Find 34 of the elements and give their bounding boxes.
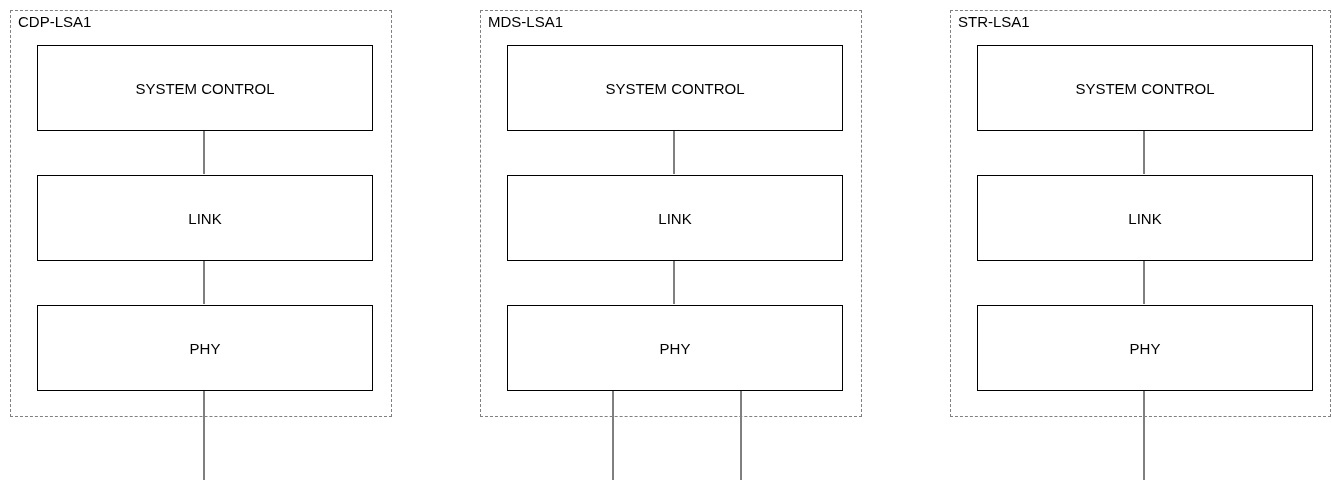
layer-box — [37, 45, 373, 131]
layer-label: LINK — [1128, 209, 1162, 227]
connection-line — [1143, 129, 1145, 175]
layer-box — [507, 305, 843, 391]
layer-label: SYSTEM CONTROL — [605, 79, 745, 97]
connection-line — [673, 129, 675, 175]
layer-box — [977, 305, 1313, 391]
layer-box — [977, 175, 1313, 261]
layer-box — [507, 175, 843, 261]
layer-box — [37, 175, 373, 261]
connection-line — [673, 259, 675, 305]
connection-line — [203, 129, 205, 175]
layer-label: PHY — [659, 339, 691, 357]
dashed-group-frame — [950, 10, 1331, 417]
layer-label: LINK — [188, 209, 222, 227]
layer-label: PHY — [1129, 339, 1161, 357]
dashed-group-frame — [480, 10, 862, 417]
group-title: MDS-LSA1 — [488, 13, 564, 30]
connection-line — [203, 389, 205, 480]
layer-box — [507, 45, 843, 131]
layer-label: SYSTEM CONTROL — [135, 79, 275, 97]
layer-box — [977, 45, 1313, 131]
connection-line — [1143, 259, 1145, 305]
group-title: STR-LSA1 — [958, 13, 1030, 30]
connection-line — [612, 389, 614, 480]
connection-line — [203, 259, 205, 305]
connection-line — [1143, 389, 1145, 480]
connection-line — [740, 389, 742, 480]
layer-box — [37, 305, 373, 391]
layer-label: PHY — [189, 339, 221, 357]
group-title: CDP-LSA1 — [18, 13, 92, 30]
layer-label: LINK — [658, 209, 692, 227]
layer-label: SYSTEM CONTROL — [1075, 79, 1215, 97]
dashed-group-frame — [10, 10, 392, 417]
